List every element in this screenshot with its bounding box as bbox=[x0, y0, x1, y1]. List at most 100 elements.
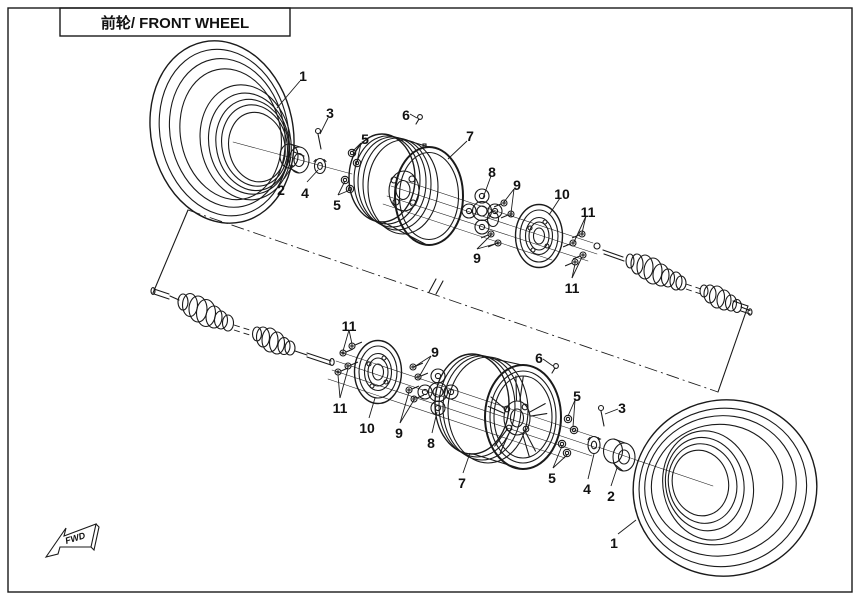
leader-line bbox=[306, 169, 319, 183]
castle-nut-top bbox=[313, 157, 327, 175]
leader-line bbox=[476, 234, 492, 250]
leader-line bbox=[342, 329, 350, 352]
leader-line bbox=[337, 374, 341, 399]
leader-line bbox=[356, 142, 362, 163]
callout-label: 2 bbox=[607, 488, 615, 504]
fwd-label: FWD bbox=[64, 530, 87, 546]
page-border bbox=[7, 7, 853, 593]
callout-label: 4 bbox=[301, 185, 309, 201]
cotter-pin-top bbox=[314, 127, 322, 150]
axis-lines-top bbox=[382, 177, 598, 262]
callout-label: 5 bbox=[361, 131, 369, 147]
section-frame bbox=[152, 209, 749, 393]
leader-line bbox=[482, 175, 492, 199]
disc-bolts-bottom bbox=[334, 341, 363, 376]
hub-carrier-bottom bbox=[417, 368, 459, 416]
callout-label: 5 bbox=[573, 388, 581, 404]
title-box: 前轮/ FRONT WHEEL bbox=[59, 7, 291, 37]
leader-line bbox=[503, 188, 515, 203]
callout-label: 3 bbox=[618, 400, 626, 416]
leader-line bbox=[447, 140, 468, 160]
disc-bolts-top bbox=[562, 230, 601, 267]
leader-line bbox=[476, 242, 499, 250]
cotter-pin-bottom bbox=[597, 404, 605, 427]
brake-disc-top bbox=[514, 203, 564, 269]
page-title: 前轮/ FRONT WHEEL bbox=[101, 14, 249, 32]
callout-label: 11 bbox=[333, 400, 348, 416]
callout-label: 6 bbox=[535, 350, 543, 366]
brake-disc-bottom bbox=[353, 339, 403, 405]
rim-top bbox=[348, 133, 464, 246]
leader-line bbox=[604, 408, 619, 415]
callout-label: 9 bbox=[513, 177, 521, 193]
callout-label: 5 bbox=[333, 197, 341, 213]
leader-line bbox=[552, 454, 568, 469]
leader-line bbox=[581, 215, 587, 234]
leader-line bbox=[431, 411, 438, 434]
leader-line bbox=[548, 197, 561, 216]
axis-line-top-left bbox=[232, 141, 353, 175]
break-mark bbox=[428, 278, 444, 295]
callout-label: 3 bbox=[326, 105, 334, 121]
leader-line bbox=[552, 445, 563, 469]
castle-nut-bottom bbox=[587, 435, 601, 455]
leader-line bbox=[510, 188, 515, 214]
leader-line bbox=[542, 358, 554, 367]
leader-line bbox=[351, 142, 362, 153]
hubcap-bottom bbox=[602, 438, 636, 472]
cv-axle-top bbox=[602, 249, 753, 316]
callout-label: 11 bbox=[342, 318, 357, 334]
leader-line bbox=[418, 355, 432, 378]
rim-spokes bbox=[487, 375, 548, 457]
callout-label: 6 bbox=[402, 107, 410, 123]
leader-line bbox=[571, 263, 576, 279]
leader-line bbox=[276, 80, 301, 109]
leader-line bbox=[462, 452, 471, 474]
callout-label: 5 bbox=[548, 470, 556, 486]
callout-label: 10 bbox=[554, 186, 570, 202]
leader-line bbox=[368, 397, 376, 419]
leader-line bbox=[339, 368, 349, 399]
callout-label: 7 bbox=[466, 128, 474, 144]
leader-line bbox=[283, 164, 294, 180]
leader-line bbox=[617, 519, 637, 535]
tire-top bbox=[149, 40, 295, 224]
tire-bottom bbox=[632, 399, 818, 577]
hubcap-top bbox=[279, 143, 310, 174]
callout-label: 1 bbox=[610, 535, 618, 551]
leader-line bbox=[409, 113, 418, 119]
callout-label: 8 bbox=[488, 164, 496, 180]
leader-line bbox=[571, 256, 583, 279]
leader-line bbox=[337, 180, 346, 196]
callout-label: 9 bbox=[473, 250, 481, 266]
leader-line bbox=[319, 117, 329, 135]
callout-label: 11 bbox=[565, 280, 580, 296]
leader-line bbox=[348, 329, 353, 345]
callout-label: 8 bbox=[427, 435, 435, 451]
fwd-arrow: FWD bbox=[44, 523, 100, 558]
mount-bolts-bottom bbox=[405, 362, 429, 403]
rim-bottom bbox=[434, 353, 562, 470]
callout-label: 2 bbox=[277, 182, 285, 198]
callout-label: 7 bbox=[458, 475, 466, 491]
callout-label: 9 bbox=[431, 344, 439, 360]
leader-line bbox=[413, 355, 432, 368]
callout-label: 9 bbox=[395, 425, 403, 441]
leader-line bbox=[567, 399, 576, 417]
leader-line bbox=[572, 399, 576, 428]
cv-axle-bottom bbox=[150, 287, 335, 366]
valve-stem-top bbox=[415, 114, 423, 125]
hub-carrier-top bbox=[461, 188, 503, 235]
leader-line bbox=[573, 215, 587, 243]
callout-label: 11 bbox=[581, 204, 596, 220]
leader-line bbox=[610, 467, 618, 487]
callout-label: 10 bbox=[359, 420, 375, 436]
leader-line bbox=[337, 189, 351, 196]
callout-label: 4 bbox=[583, 481, 591, 497]
leader-line bbox=[399, 399, 415, 424]
leader-line bbox=[587, 453, 595, 480]
valve-stem-bottom bbox=[551, 363, 559, 374]
